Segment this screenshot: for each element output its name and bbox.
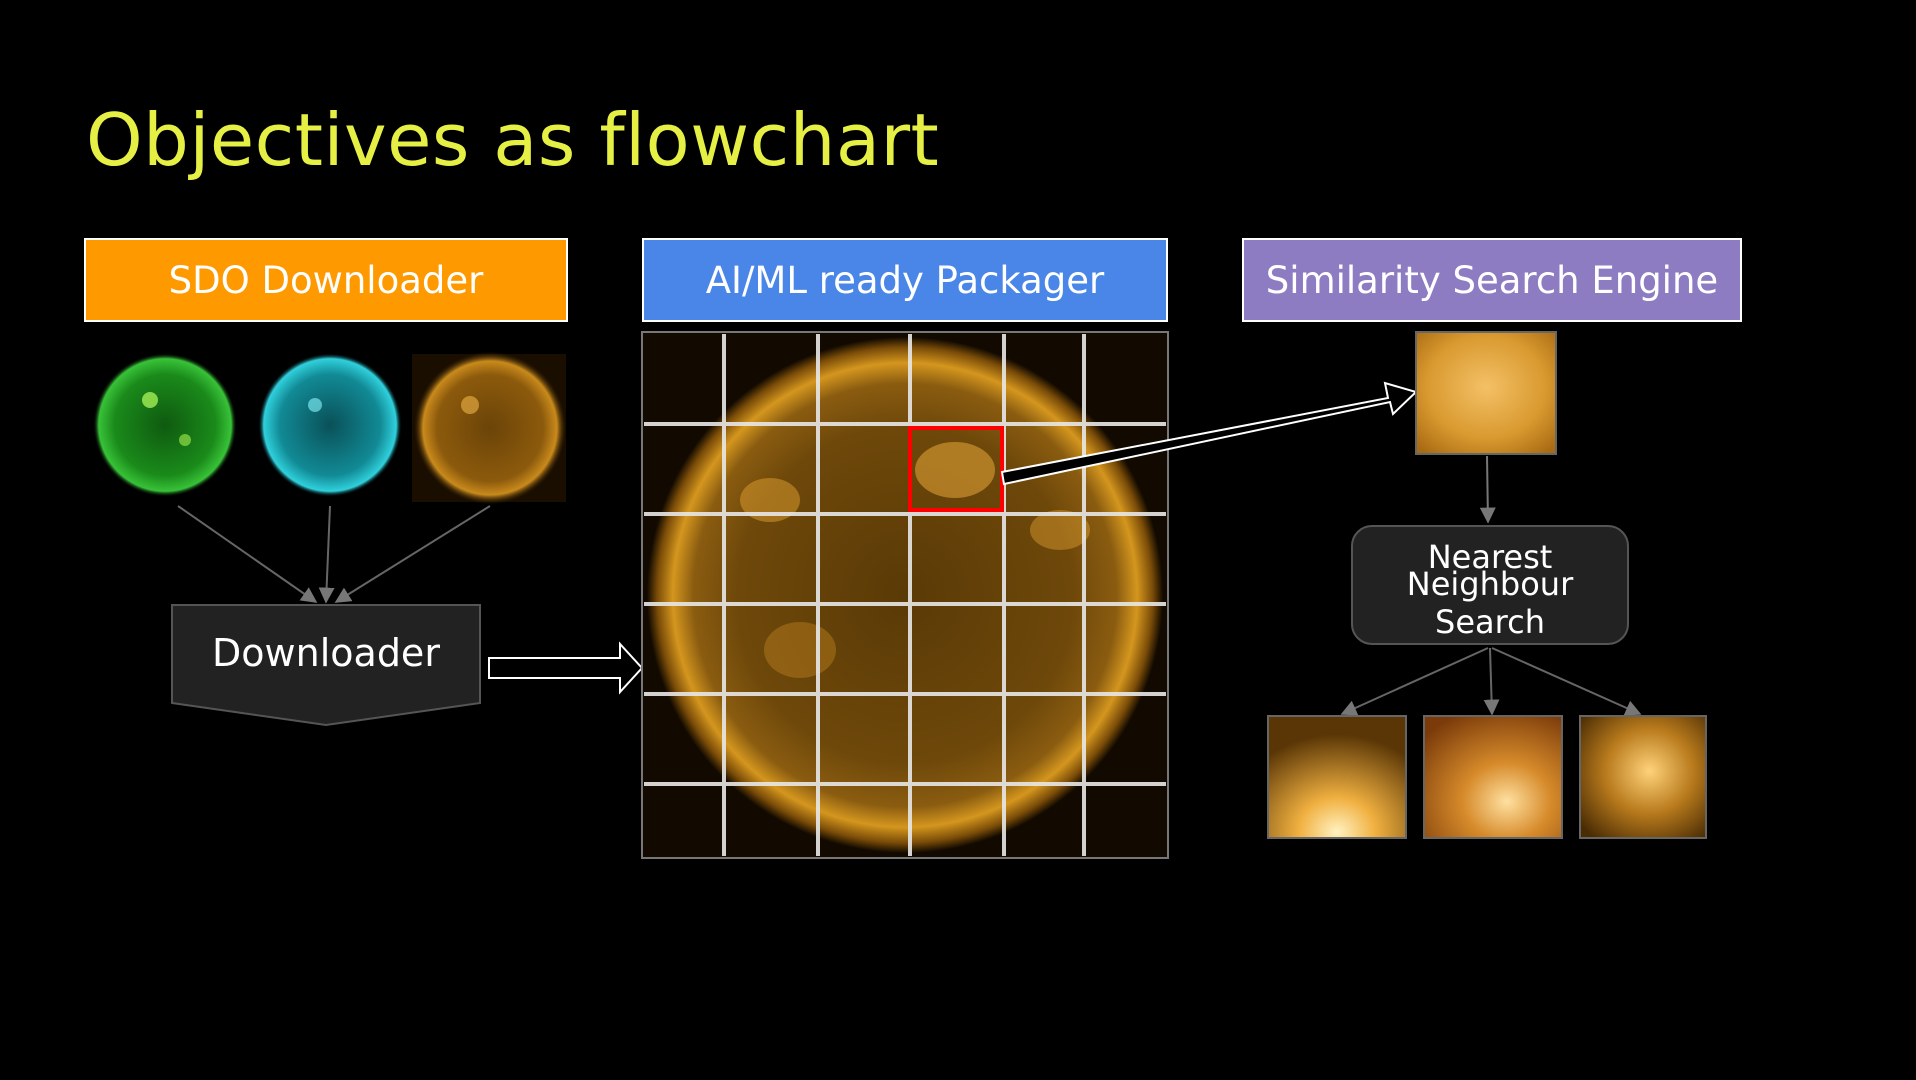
similarity-search-header: Similarity Search Engine: [1242, 238, 1742, 322]
grid-lines: [644, 334, 1166, 856]
nn-label-line2: Neighbour: [1407, 565, 1574, 603]
result-patch-3: [1579, 715, 1707, 839]
downloader-shape: [171, 604, 481, 727]
nn-search-shape: [1351, 525, 1629, 645]
nn-label-line1: Nearest: [1428, 538, 1553, 576]
selected-patch-highlight: [908, 426, 1004, 512]
arrow-cyan-to-downloader: [318, 505, 335, 604]
sdo-downloader-header: SDO Downloader: [84, 238, 568, 322]
orange-sun-image: [414, 352, 566, 504]
arrow-to-result-1: [1340, 647, 1489, 716]
downloader-node: Downloader: [171, 604, 481, 727]
search-output-arrows: [1340, 647, 1642, 716]
arrow-downloader-to-packager: [488, 641, 644, 695]
active-region: [740, 478, 800, 522]
orange-active-region: [461, 396, 479, 414]
green-active-region: [142, 392, 158, 408]
nearest-neighbour-node: Nearest Neighbour Search: [1351, 525, 1629, 645]
active-region: [764, 622, 836, 678]
active-region: [1030, 510, 1090, 550]
nn-label-line3: Search: [1435, 603, 1545, 641]
arrow-green-to-downloader: [177, 505, 318, 603]
cyan-sun-image: [258, 353, 402, 497]
green-sun-image: [93, 353, 237, 497]
sdo-channel-images: [93, 352, 566, 504]
active-region: [915, 442, 995, 498]
green-active-region: [179, 434, 191, 446]
downloader-input-arrows: [177, 505, 491, 604]
arrow-patch-to-query: [1000, 381, 1418, 486]
downloader-label: Downloader: [212, 631, 440, 675]
query-patch-image: [1415, 331, 1557, 455]
cyan-active-region: [308, 398, 322, 412]
result-patch-1: [1267, 715, 1407, 839]
result-patch-2: [1423, 715, 1563, 839]
arrow-to-result-3: [1491, 647, 1642, 716]
arrow-query-to-search: [1479, 455, 1496, 524]
arrow-orange-to-downloader: [334, 505, 491, 603]
packager-header: AI/ML ready Packager: [642, 238, 1168, 322]
slide-title: Objectives as flowchart: [86, 98, 940, 182]
packager-grid-image: [641, 331, 1169, 859]
arrow-to-result-2: [1483, 647, 1500, 716]
